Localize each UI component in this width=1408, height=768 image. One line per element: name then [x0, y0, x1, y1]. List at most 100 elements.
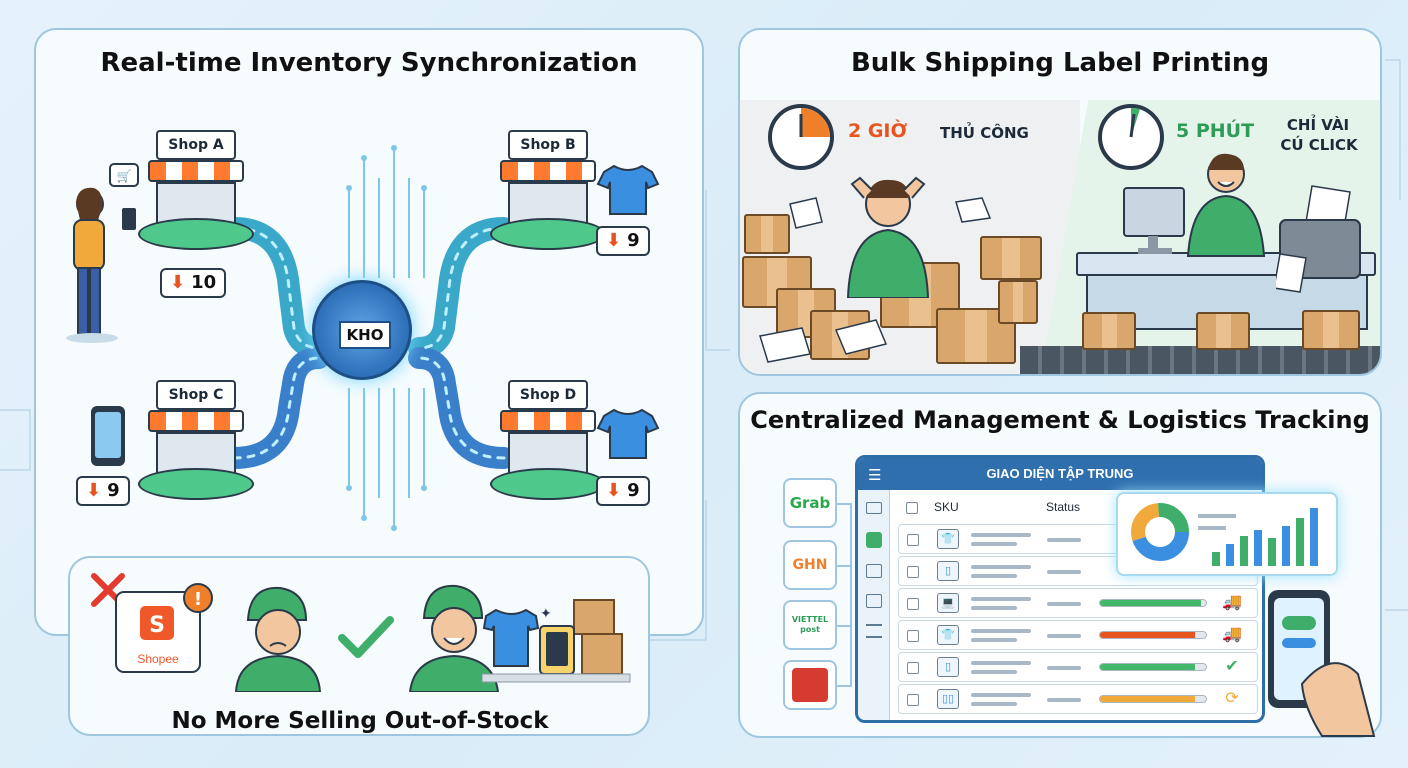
placeholder-text-line: [971, 638, 1017, 642]
stock-count: 10: [191, 272, 217, 293]
shop-c[interactable]: Shop C: [138, 380, 254, 500]
placeholder-text-line: [971, 574, 1017, 578]
shopee-label: Shopee: [137, 652, 179, 666]
table-header: SKU Status: [898, 496, 1258, 520]
shop-d[interactable]: Shop D: [490, 380, 606, 500]
check-circle-icon: ✔: [1225, 658, 1239, 675]
package-box: [1082, 312, 1136, 350]
row-checkbox[interactable]: [907, 566, 919, 578]
shop-base: [138, 218, 254, 250]
manual-label: THỦ CÔNG: [940, 124, 1029, 142]
shop-b[interactable]: Shop B: [490, 130, 606, 250]
delivery-progress-bar: [1099, 663, 1207, 671]
placeholder-text-line: [1047, 634, 1081, 638]
vnpost-logo: [792, 668, 828, 702]
table-row[interactable]: 👕🚚: [898, 620, 1258, 650]
placeholder-text-line: [971, 533, 1031, 537]
package-box: [998, 280, 1038, 324]
placeholder-text-line: [971, 670, 1017, 674]
paper-sheet: [789, 197, 823, 229]
truck-icon: 🚚: [1222, 594, 1242, 611]
header-checkbox[interactable]: [906, 502, 918, 514]
sidebar-icon-filters[interactable]: [866, 624, 882, 638]
placeholder-text-line: [1047, 666, 1081, 670]
arrow-down-icon: ⬇: [86, 480, 102, 501]
awning: [148, 160, 244, 182]
clock-icon: ⟳: [1225, 690, 1239, 707]
paper-sheet: [955, 197, 992, 223]
placeholder-text-line: [971, 702, 1017, 706]
dashboard-sidebar: ⚙: [858, 490, 890, 720]
carrier-grab[interactable]: Grab: [783, 478, 837, 528]
placeholder-text-line: [1047, 602, 1081, 606]
delivery-progress-bar: [1099, 631, 1207, 639]
menu-icon[interactable]: ☰: [868, 467, 882, 484]
row-checkbox[interactable]: [907, 694, 919, 706]
arrow-down-icon: ⬇: [606, 480, 622, 501]
mobile-phone-in-hand: [1268, 590, 1376, 737]
clock-icon: [768, 104, 834, 170]
warehouse-hub[interactable]: KHO: [312, 280, 412, 380]
label-printer: [1276, 185, 1361, 293]
placeholder-text-line: [971, 597, 1031, 601]
row-checkbox[interactable]: [907, 598, 919, 610]
shop-d-stock-badge: ⬇ 9: [596, 476, 650, 506]
auto-label-line2: CÚ CLICK: [1280, 136, 1358, 154]
carrier-ghn[interactable]: GHN: [783, 540, 837, 590]
package-box: [744, 214, 790, 254]
arrow-down-icon: ⬇: [606, 230, 622, 251]
shop-base: [490, 468, 606, 500]
carrier-connector: [837, 503, 852, 687]
shop-a[interactable]: Shop A: [138, 130, 254, 250]
happy-seller: [408, 584, 500, 692]
table-row[interactable]: ▯▯⟳: [898, 684, 1258, 714]
placeholder-text-line: [971, 606, 1017, 610]
shirt-icon: 👕: [937, 529, 959, 549]
awning: [148, 410, 244, 432]
out-of-stock-title: No More Selling Out-of-Stock: [160, 708, 560, 734]
shop-d-name: Shop D: [508, 380, 588, 410]
carrier-viettel-post[interactable]: VIETTEL post: [783, 600, 837, 650]
phone-icon: ▯: [937, 657, 959, 677]
carrier-ghn-name: GHN: [792, 557, 828, 573]
row-checkbox[interactable]: [907, 534, 919, 546]
row-checkbox[interactable]: [907, 662, 919, 674]
bar-mini-chart: [1212, 508, 1318, 566]
table-row[interactable]: ▯✔: [898, 652, 1258, 682]
table-row[interactable]: 💻🚚: [898, 588, 1258, 618]
svg-text:✦: ✦: [540, 605, 552, 621]
carrier-viettel-name: VIETTEL post: [791, 615, 829, 634]
package-box: [980, 236, 1042, 280]
placeholder-text-line: [971, 693, 1031, 697]
awning: [500, 410, 596, 432]
sidebar-icon-dashboard[interactable]: [866, 532, 882, 548]
shop-c-name: Shop C: [156, 380, 236, 410]
dashboard-title: GIAO DIỆN TẬP TRUNG: [858, 458, 1262, 490]
carrier-vnpost[interactable]: [783, 660, 837, 710]
shipping-title: Bulk Shipping Label Printing: [850, 48, 1270, 78]
sidebar-icon-calendar[interactable]: [866, 594, 882, 608]
sidebar-icon-inbox[interactable]: [866, 502, 882, 514]
analytics-charts: [1131, 503, 1318, 566]
svg-text:S: S: [149, 613, 165, 638]
arrow-down-icon: ⬇: [170, 272, 186, 293]
auto-label-line1: CHỈ VÀI: [1286, 116, 1350, 134]
placeholder-text-line: [1047, 538, 1081, 542]
worried-seller: [234, 586, 322, 692]
laptop-icon: 💻: [937, 593, 959, 613]
sidebar-icon-files[interactable]: [866, 564, 882, 578]
package-box: [1302, 310, 1360, 350]
column-status: Status: [1046, 500, 1081, 514]
placeholder-text-line: [1047, 698, 1081, 702]
smartphone-icon: [91, 406, 125, 466]
shopper-illustration: 🛒: [66, 163, 139, 343]
stock-count: 9: [627, 230, 640, 251]
inventory-title: Real-time Inventory Synchronization: [100, 48, 638, 78]
placeholder-text-line: [971, 542, 1017, 546]
clock-icon: [1098, 104, 1164, 170]
awning: [500, 160, 596, 182]
settings-icon[interactable]: ⚙: [866, 722, 879, 723]
stock-count: 9: [627, 480, 640, 501]
row-checkbox[interactable]: [907, 630, 919, 642]
phone-icon: ▯: [937, 561, 959, 581]
